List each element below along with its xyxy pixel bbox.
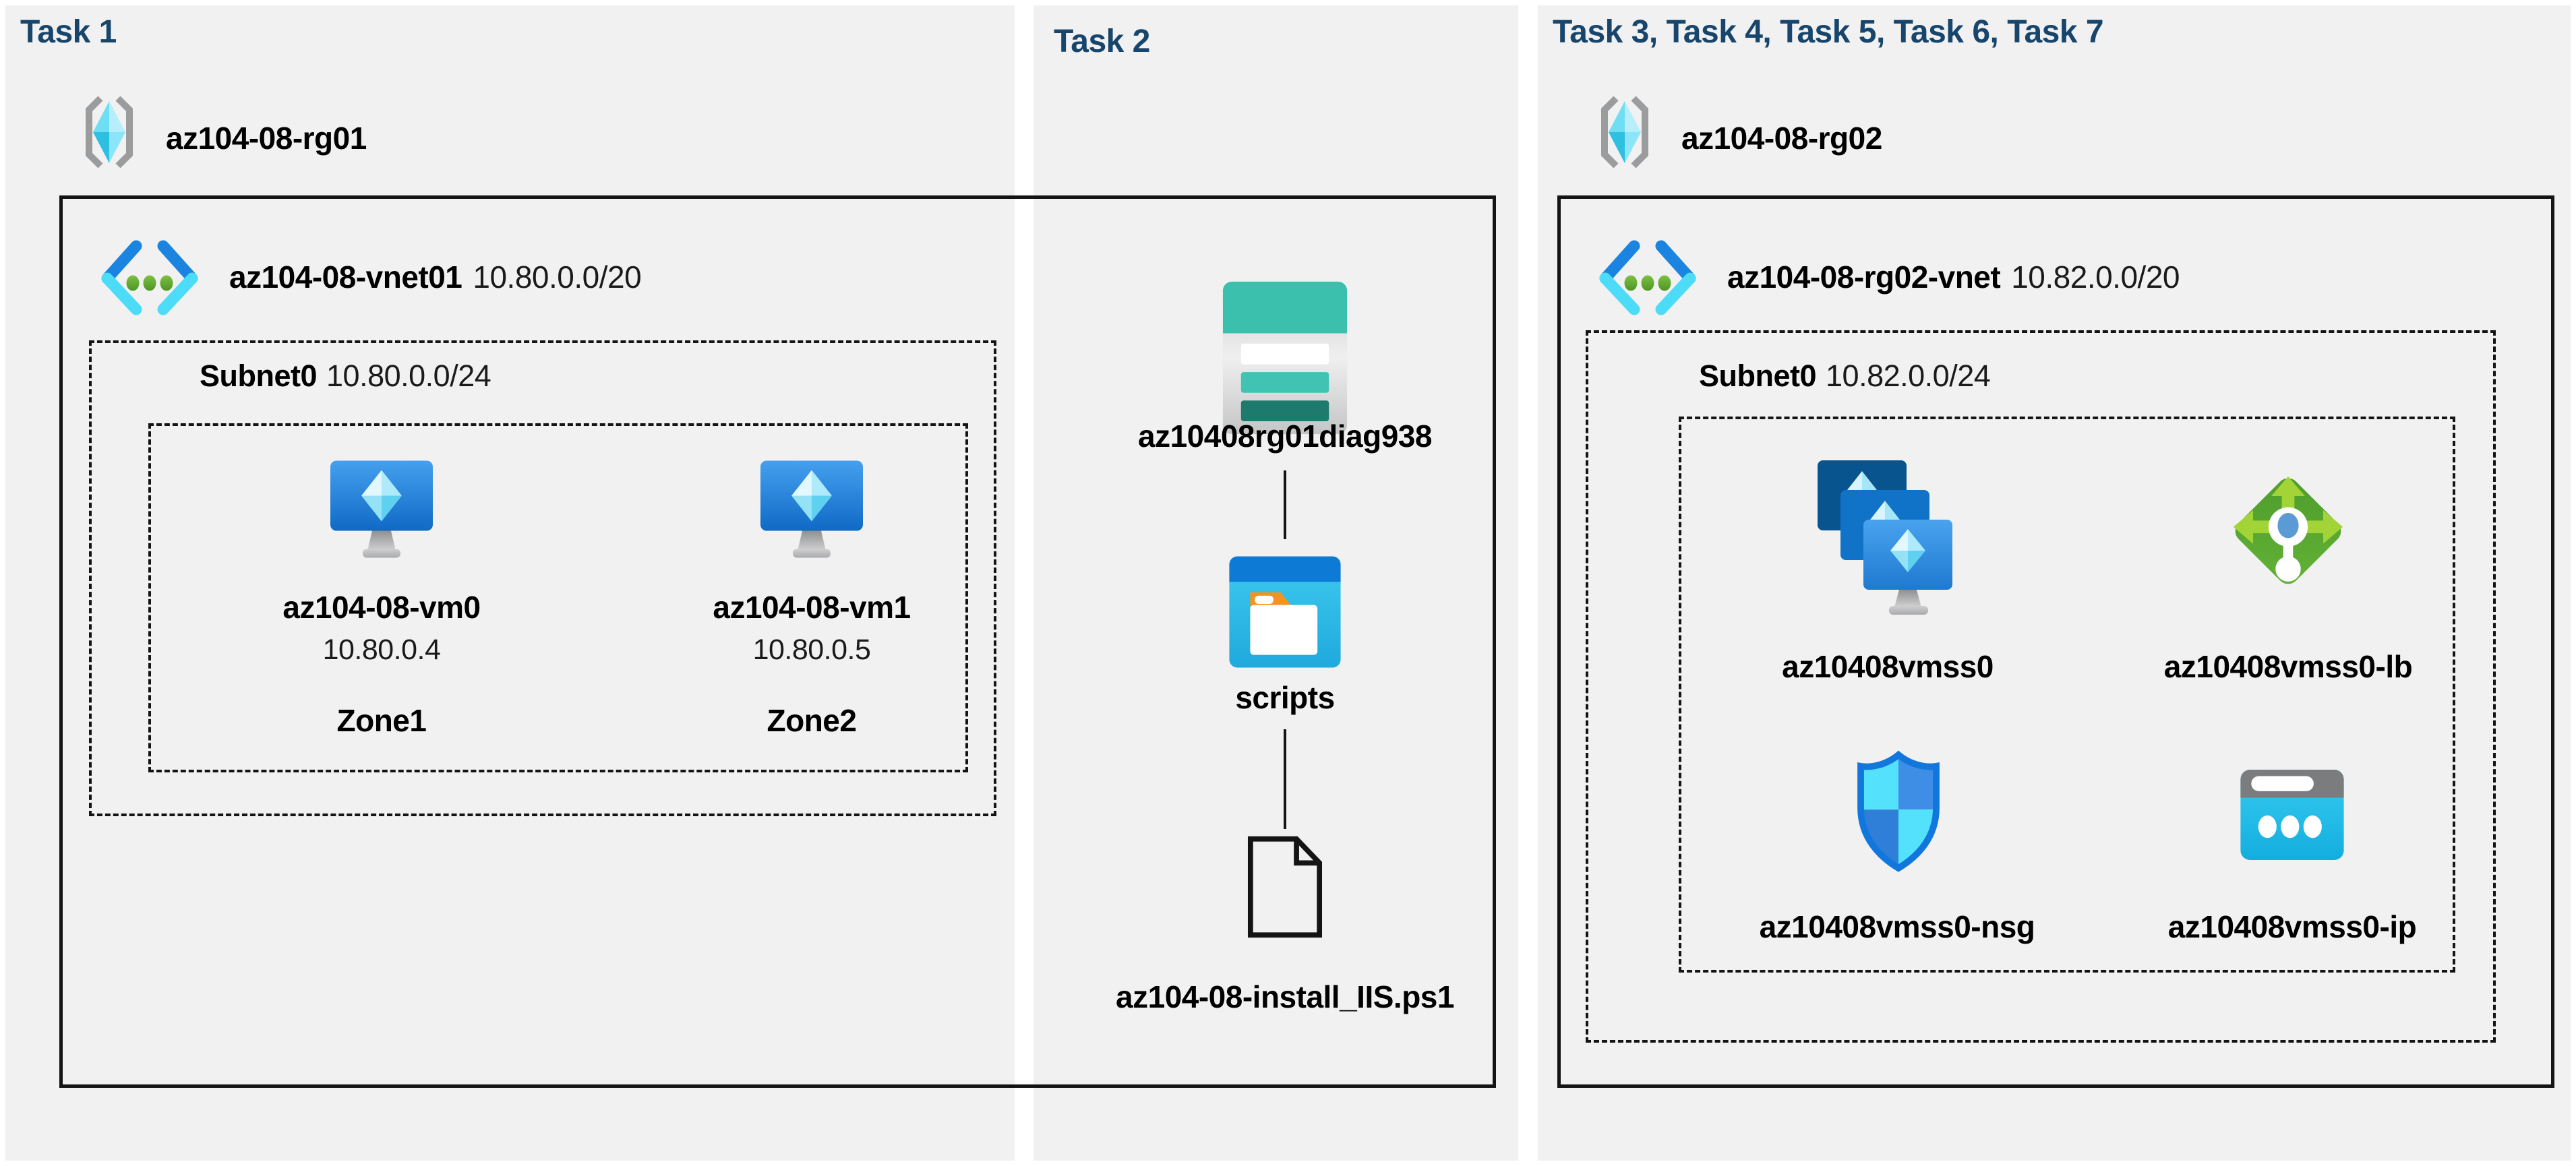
vm0-name-label: az104-08-vm0 [282,590,481,625]
vnet1-name: az104-08-vnet01 [229,259,462,295]
virtual-machine-icon [330,460,433,558]
subnet2-name: Subnet0 [1699,359,1817,393]
connector-scripts-file [1284,729,1286,829]
vnet1-cidr: 10.80.0.0/20 [473,259,642,295]
vnet2-name: az104-08-rg02-vnet [1727,259,2001,295]
vnet2-label: az104-08-rg02-vnet 10.82.0.0/20 [1727,259,2180,295]
script-file-label: az104-08-install_IIS.ps1 [1116,979,1454,1014]
storage-account-icon [1222,281,1348,435]
subnet1-box [89,340,996,816]
subnet2-label: Subnet0 10.82.0.0/24 [1699,359,1991,394]
task2-header: Task 2 [1054,24,1150,59]
virtual-network-icon [101,240,198,315]
vm0-zone-label: Zone1 [336,703,427,738]
subnet2-cidr: 10.82.0.0/24 [1826,359,1991,393]
virtual-machine-icon [760,460,863,558]
resource-group-icon [1601,96,1648,168]
script-file-icon [1247,836,1323,938]
subnet1-name: Subnet0 [200,359,318,393]
vm1-ip-label: 10.80.0.5 [752,634,871,666]
vm1-name-label: az104-08-vm1 [713,590,911,625]
resource-group-icon [86,96,133,168]
network-security-group-icon [1857,750,1940,872]
public-ip-label: az10408vmss0-ip [2167,909,2417,944]
subnet1-cidr: 10.80.0.0/24 [326,359,491,393]
virtual-network-icon [1599,240,1696,315]
public-ip-icon [2240,769,2344,861]
vm1-zone-label: Zone2 [767,703,857,738]
nsg-label: az10408vmss0-nsg [1759,909,2035,944]
zones1-box [148,423,968,772]
vnet2-boundary-box [1557,195,2554,1088]
task1-header: Task 1 [20,14,117,50]
vnet1-boundary-box [59,195,1496,1088]
load-balancer-label: az10408vmss0-lb [2163,649,2413,684]
vm-scale-set-icon [1818,460,1952,615]
vm0-ip-label: 10.80.0.4 [322,634,441,666]
vnet2-cidr: 10.82.0.0/20 [2011,259,2180,295]
resource-group2-label: az104-08-rg02 [1681,121,1882,156]
task3-header: Task 3, Task 4, Task 5, Task 6, Task 7 [1553,14,2104,50]
scripts-label: scripts [1235,680,1335,715]
scripts-container-icon [1229,556,1341,668]
storage-account-label: az10408rg01diag938 [1138,419,1432,454]
resource-group-label: az104-08-rg01 [166,121,367,156]
vmss-resources-box [1679,417,2455,973]
subnet2-box [1586,330,2496,1043]
vmss-label: az10408vmss0 [1782,649,1994,684]
load-balancer-icon [2233,476,2343,584]
connector-storage-scripts [1284,470,1286,539]
vnet1-label: az104-08-vnet01 10.80.0.0/20 [229,259,642,295]
